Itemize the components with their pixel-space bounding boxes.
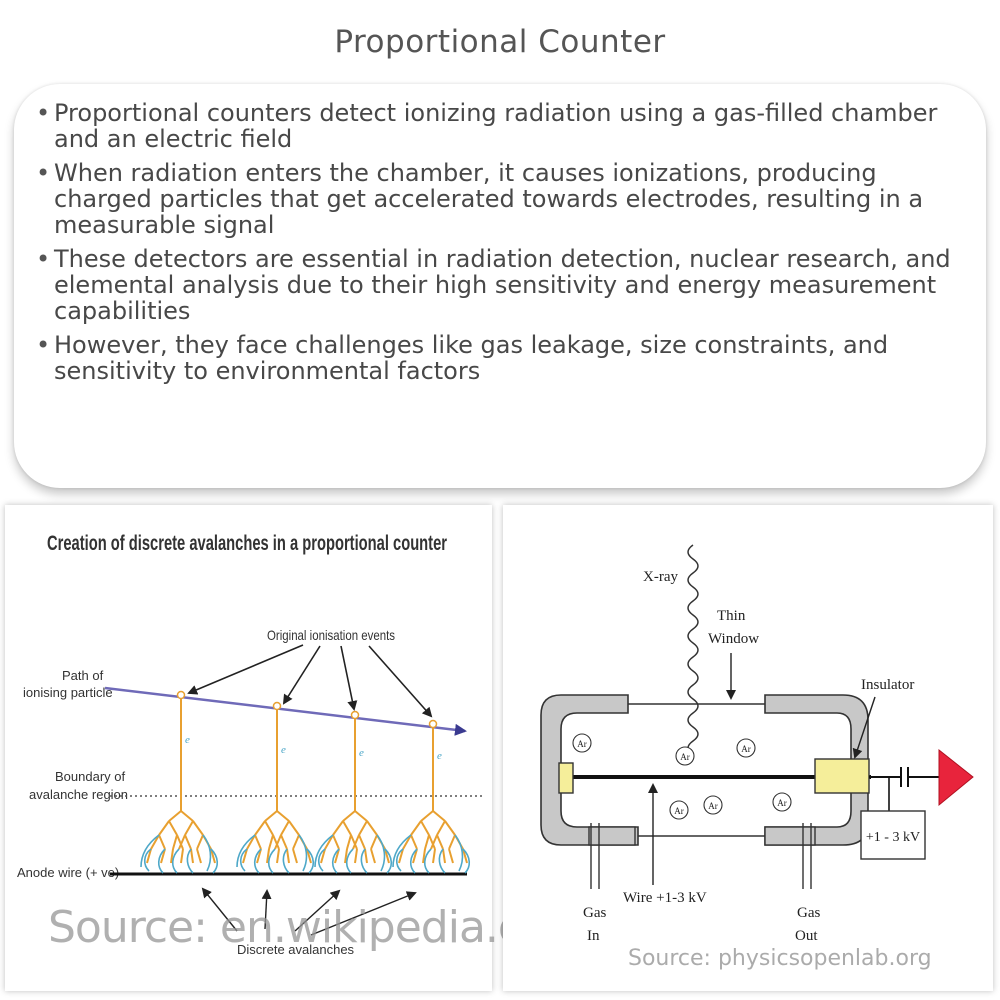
label-thin-line2: Window (708, 631, 759, 647)
chamber-wall-left (540, 694, 639, 846)
gas-out-port (764, 826, 816, 846)
pointer-arrow (187, 644, 304, 695)
electron-label: e (281, 744, 286, 756)
svg-text:Ar: Ar (708, 801, 718, 811)
label-original-events: Original ionisation events (267, 627, 395, 643)
pointer-arrow (368, 645, 433, 718)
bullet-item: When radiation enters the chamber, it ca… (36, 160, 966, 238)
label-xray: X-ray (643, 569, 678, 585)
label-gas-in-line2: In (587, 928, 600, 944)
insulator-block (814, 758, 870, 794)
argon-atom: Ar (572, 733, 592, 753)
avalanche-diagram-panel: Creation of discrete avalanches in a pro… (5, 505, 492, 991)
gas-in-port (588, 826, 636, 846)
source-watermark-left: Source: en.wikipedia.org (48, 902, 568, 953)
label-gas-out-line2: Out (795, 928, 818, 944)
voltage-supply-box (860, 810, 926, 860)
label-boundary-line2: avalanche region (29, 787, 128, 802)
svg-text:Ar: Ar (674, 806, 684, 816)
argon-atom: Ar (669, 800, 689, 820)
page-title: Proportional Counter (334, 24, 666, 60)
counter-schematic-panel: +1 - 3 kV X-ray Thin Window Insulator Ar… (503, 505, 993, 991)
bullet-item: Proportional counters detect ionizing ra… (36, 100, 966, 152)
svg-text:Ar: Ar (680, 752, 690, 762)
bullet-item: However, they face challenges like gas l… (36, 332, 966, 384)
electron-label: e (185, 734, 190, 746)
label-path-line1: Path of (62, 668, 104, 683)
label-discrete-avalanches: Discrete avalanches (237, 942, 355, 957)
avalanche-diagram-title: Creation of discrete avalanches in a pro… (47, 532, 447, 555)
argon-atom: Ar (703, 795, 723, 815)
label-gas-out-line1: Gas (797, 905, 820, 921)
pointer-arrow (261, 889, 272, 930)
signal-output-icon (938, 748, 974, 807)
label-boundary-line1: Boundary of (55, 769, 125, 784)
label-insulator: Insulator (861, 677, 914, 693)
particle-path-line (104, 686, 467, 736)
source-watermark-right: Source: physicsopenlab.org (628, 946, 932, 971)
summary-bullet-list: Proportional counters detect ionizing ra… (36, 100, 966, 392)
label-gas-in-line1: Gas (583, 905, 606, 921)
event-1: e (140, 690, 219, 874)
avalanche-diagram: Creation of discrete avalanches in a pro… (17, 532, 485, 957)
svg-text:Ar: Ar (777, 798, 787, 808)
argon-atom: Ar (675, 746, 695, 766)
label-anode-wire: Anode wire (+ ve) (17, 865, 119, 880)
pointer-arrow (201, 887, 238, 932)
svg-text:Ar: Ar (741, 744, 751, 754)
pointer-arrow (282, 645, 321, 705)
xray-wave-icon (687, 544, 699, 756)
argon-atom: Ar (736, 738, 756, 758)
pointer-arrow (340, 645, 358, 711)
event-4: e (392, 719, 471, 874)
label-wire: Wire +1-3 kV (623, 890, 707, 906)
electron-label: e (359, 747, 364, 759)
bullet-item: These detectors are essential in radiati… (36, 246, 966, 324)
svg-text:Ar: Ar (577, 739, 587, 749)
counter-schematic: +1 - 3 kV X-ray Thin Window Insulator Ar… (540, 544, 974, 944)
pointer-arrow (852, 696, 876, 759)
label-path-line2: ionising particle (23, 685, 113, 700)
pointer-arrow (294, 889, 341, 932)
wire-end-insulator (558, 762, 574, 794)
argon-atom: Ar (772, 792, 792, 812)
event-3: e (314, 710, 393, 874)
voltage-supply-label: +1 - 3 kV (866, 830, 920, 845)
event-2: e (236, 701, 315, 874)
label-thin-line1: Thin (717, 608, 746, 624)
electron-label: e (437, 750, 442, 762)
pointer-arrow (310, 891, 417, 936)
